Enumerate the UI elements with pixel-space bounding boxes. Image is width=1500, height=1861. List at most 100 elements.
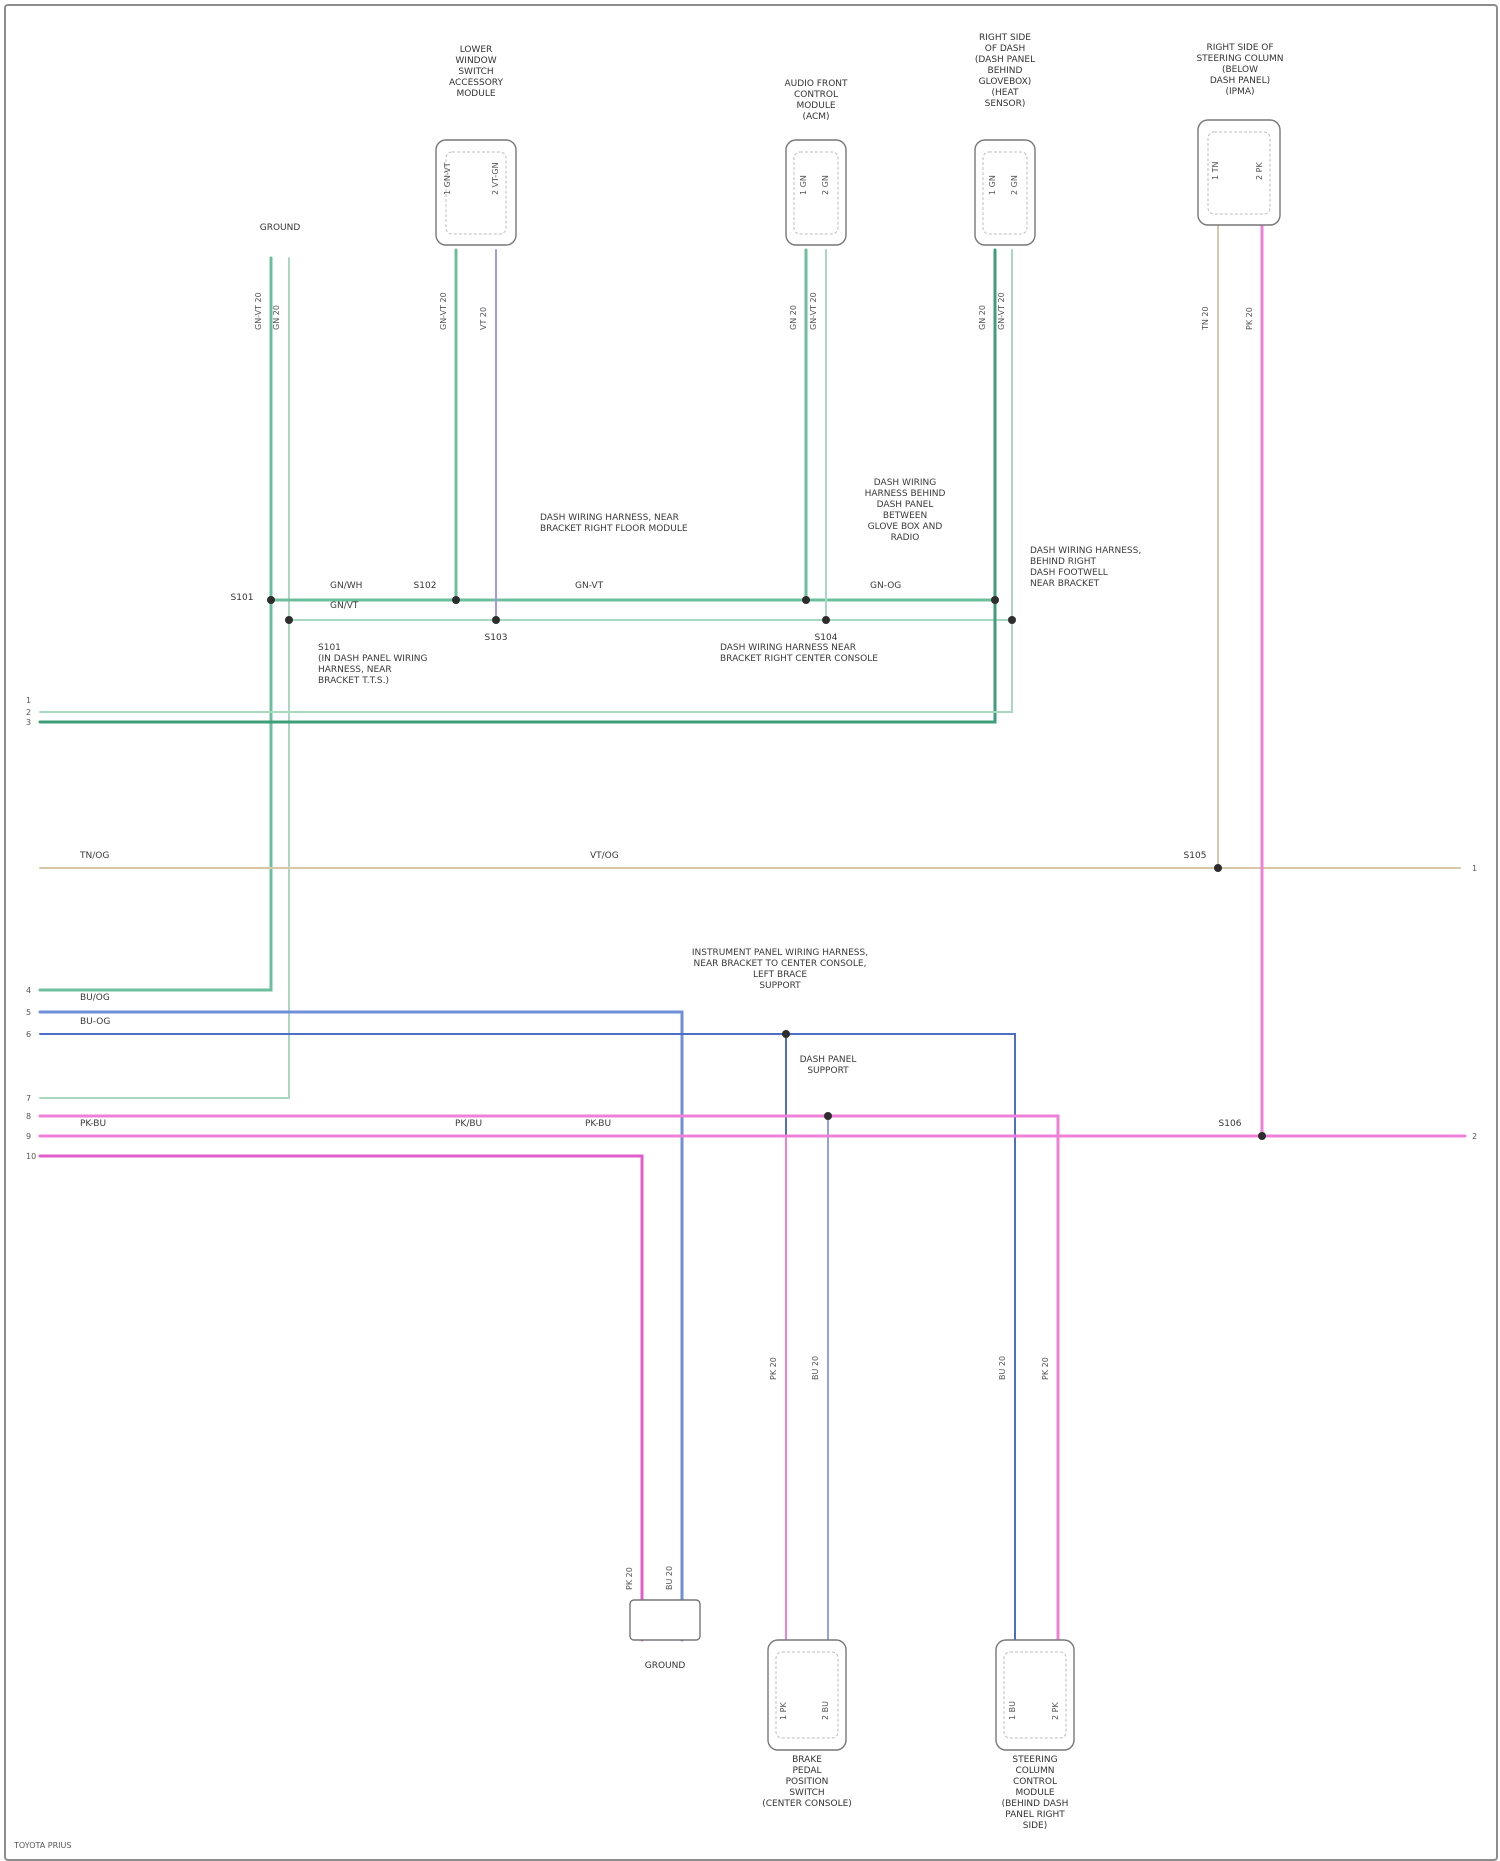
terminal-number: 10	[26, 1152, 36, 1161]
component-label: GROUND	[645, 1661, 686, 1671]
circuit-label: BU/OG	[80, 993, 110, 1003]
splice-label: S102	[414, 581, 437, 591]
terminal-number: 9	[26, 1132, 31, 1141]
wire-blue-a	[40, 1012, 682, 1640]
svg-text:GN-VT 20: GN-VT 20	[997, 292, 1006, 330]
terminal-number: 1	[26, 696, 31, 705]
svg-text:2 PK: 2 PK	[1051, 1702, 1060, 1720]
svg-text:GN-VT 20: GN-VT 20	[439, 292, 448, 330]
wire-green-b	[40, 258, 289, 1098]
circuit-label: VT/OG	[590, 851, 619, 861]
wire-blue-b	[40, 1034, 786, 1640]
svg-text:VT 20: VT 20	[479, 307, 488, 330]
splice-dot	[492, 616, 500, 624]
svg-text:1 BU: 1 BU	[1008, 1701, 1017, 1720]
svg-text:PK 20: PK 20	[769, 1357, 778, 1380]
svg-text:BU 20: BU 20	[665, 1566, 674, 1590]
terminal-number: 5	[26, 1008, 31, 1017]
splice-dot	[1214, 864, 1222, 872]
wire-group	[40, 225, 1465, 1640]
wire-pink-a	[40, 1116, 1058, 1640]
svg-text:1 TN: 1 TN	[1211, 161, 1220, 180]
wire-c3-b	[40, 250, 1012, 712]
svg-text:PK 20: PK 20	[1245, 307, 1254, 330]
svg-text:2 GN: 2 GN	[821, 175, 830, 195]
terminal-number: 6	[26, 1030, 31, 1039]
splice-label: S104	[815, 633, 838, 643]
circuit-label: GN/WH	[330, 581, 362, 591]
svg-text:GN 20: GN 20	[789, 305, 798, 330]
splice-dot	[822, 616, 830, 624]
svg-text:GN 20: GN 20	[978, 305, 987, 330]
circuit-label: TN/OG	[79, 851, 109, 861]
svg-text:BU 20: BU 20	[811, 1356, 820, 1380]
location-note: INSTRUMENT PANEL WIRING HARNESS,NEAR BRA…	[692, 948, 868, 991]
circuit-label: PK/BU	[455, 1119, 482, 1129]
terminal-number: 8	[26, 1112, 31, 1121]
wire-blue-c	[786, 1034, 1015, 1640]
terminal-number: 3	[26, 718, 31, 727]
splice-dot	[1258, 1132, 1266, 1140]
splice-label: S103	[485, 633, 508, 643]
splice-label: S101	[231, 593, 254, 603]
circuit-label: GN/VT	[330, 601, 359, 611]
wire-tags: GN-VT 20 GN 20 GN-VT 20 VT 20 GN 20 GN-V…	[254, 292, 1254, 1590]
circuit-label: BU-OG	[80, 1017, 110, 1027]
circuit-label: GN-VT	[575, 581, 604, 591]
svg-text:2 PK: 2 PK	[1255, 162, 1264, 180]
terminal-number: 1	[1472, 864, 1477, 873]
splice-dot	[802, 596, 810, 604]
circuit-label: PK-BU	[585, 1119, 611, 1129]
footer-text: TOYOTA PRIUS	[13, 1841, 71, 1850]
connector-ground-bottom	[630, 1600, 700, 1640]
connector-c2: 1 GN 2 GN	[786, 140, 846, 245]
svg-text:GN-VT 20: GN-VT 20	[809, 292, 818, 330]
splice-dot	[1008, 616, 1016, 624]
svg-text:TN 20: TN 20	[1201, 306, 1210, 331]
splice-dot	[824, 1112, 832, 1120]
svg-text:1 GN: 1 GN	[988, 175, 997, 195]
terminal-number: 2	[1472, 1132, 1477, 1141]
splice-dot	[267, 596, 275, 604]
svg-text:2 BU: 2 BU	[821, 1701, 830, 1720]
connector-c3: 1 GN 2 GN	[975, 140, 1035, 245]
svg-text:GN-VT 20: GN-VT 20	[254, 292, 263, 330]
splice-dot	[991, 596, 999, 604]
terminal-number: 2	[26, 708, 31, 717]
svg-text:BU 20: BU 20	[998, 1356, 1007, 1380]
svg-text:2 VT-GN: 2 VT-GN	[491, 162, 500, 195]
connector-c1: 1 GN-VT 2 VT-GN	[436, 140, 516, 245]
wire-green-a	[40, 258, 271, 990]
connector-c6: 1 BU 2 PK	[996, 1640, 1074, 1750]
circuit-label: PK-BU	[80, 1119, 106, 1129]
terminal-number: 4	[26, 986, 31, 995]
connector-c4: 1 TN 2 PK	[1198, 120, 1280, 225]
svg-text:1 GN: 1 GN	[799, 175, 808, 195]
svg-text:2 GN: 2 GN	[1010, 175, 1019, 195]
wire-pink-b	[40, 1156, 642, 1640]
svg-text:GN 20: GN 20	[272, 305, 281, 330]
splice-dot	[782, 1030, 790, 1038]
svg-text:1 GN-VT: 1 GN-VT	[443, 162, 452, 195]
svg-text:PK 20: PK 20	[625, 1567, 634, 1590]
splice-dot	[452, 596, 460, 604]
component-label: GROUND	[260, 223, 301, 233]
svg-text:PK 20: PK 20	[1041, 1357, 1050, 1380]
splice-label: S105	[1184, 851, 1207, 861]
terminal-number: 7	[26, 1094, 31, 1103]
splice-dot	[285, 616, 293, 624]
